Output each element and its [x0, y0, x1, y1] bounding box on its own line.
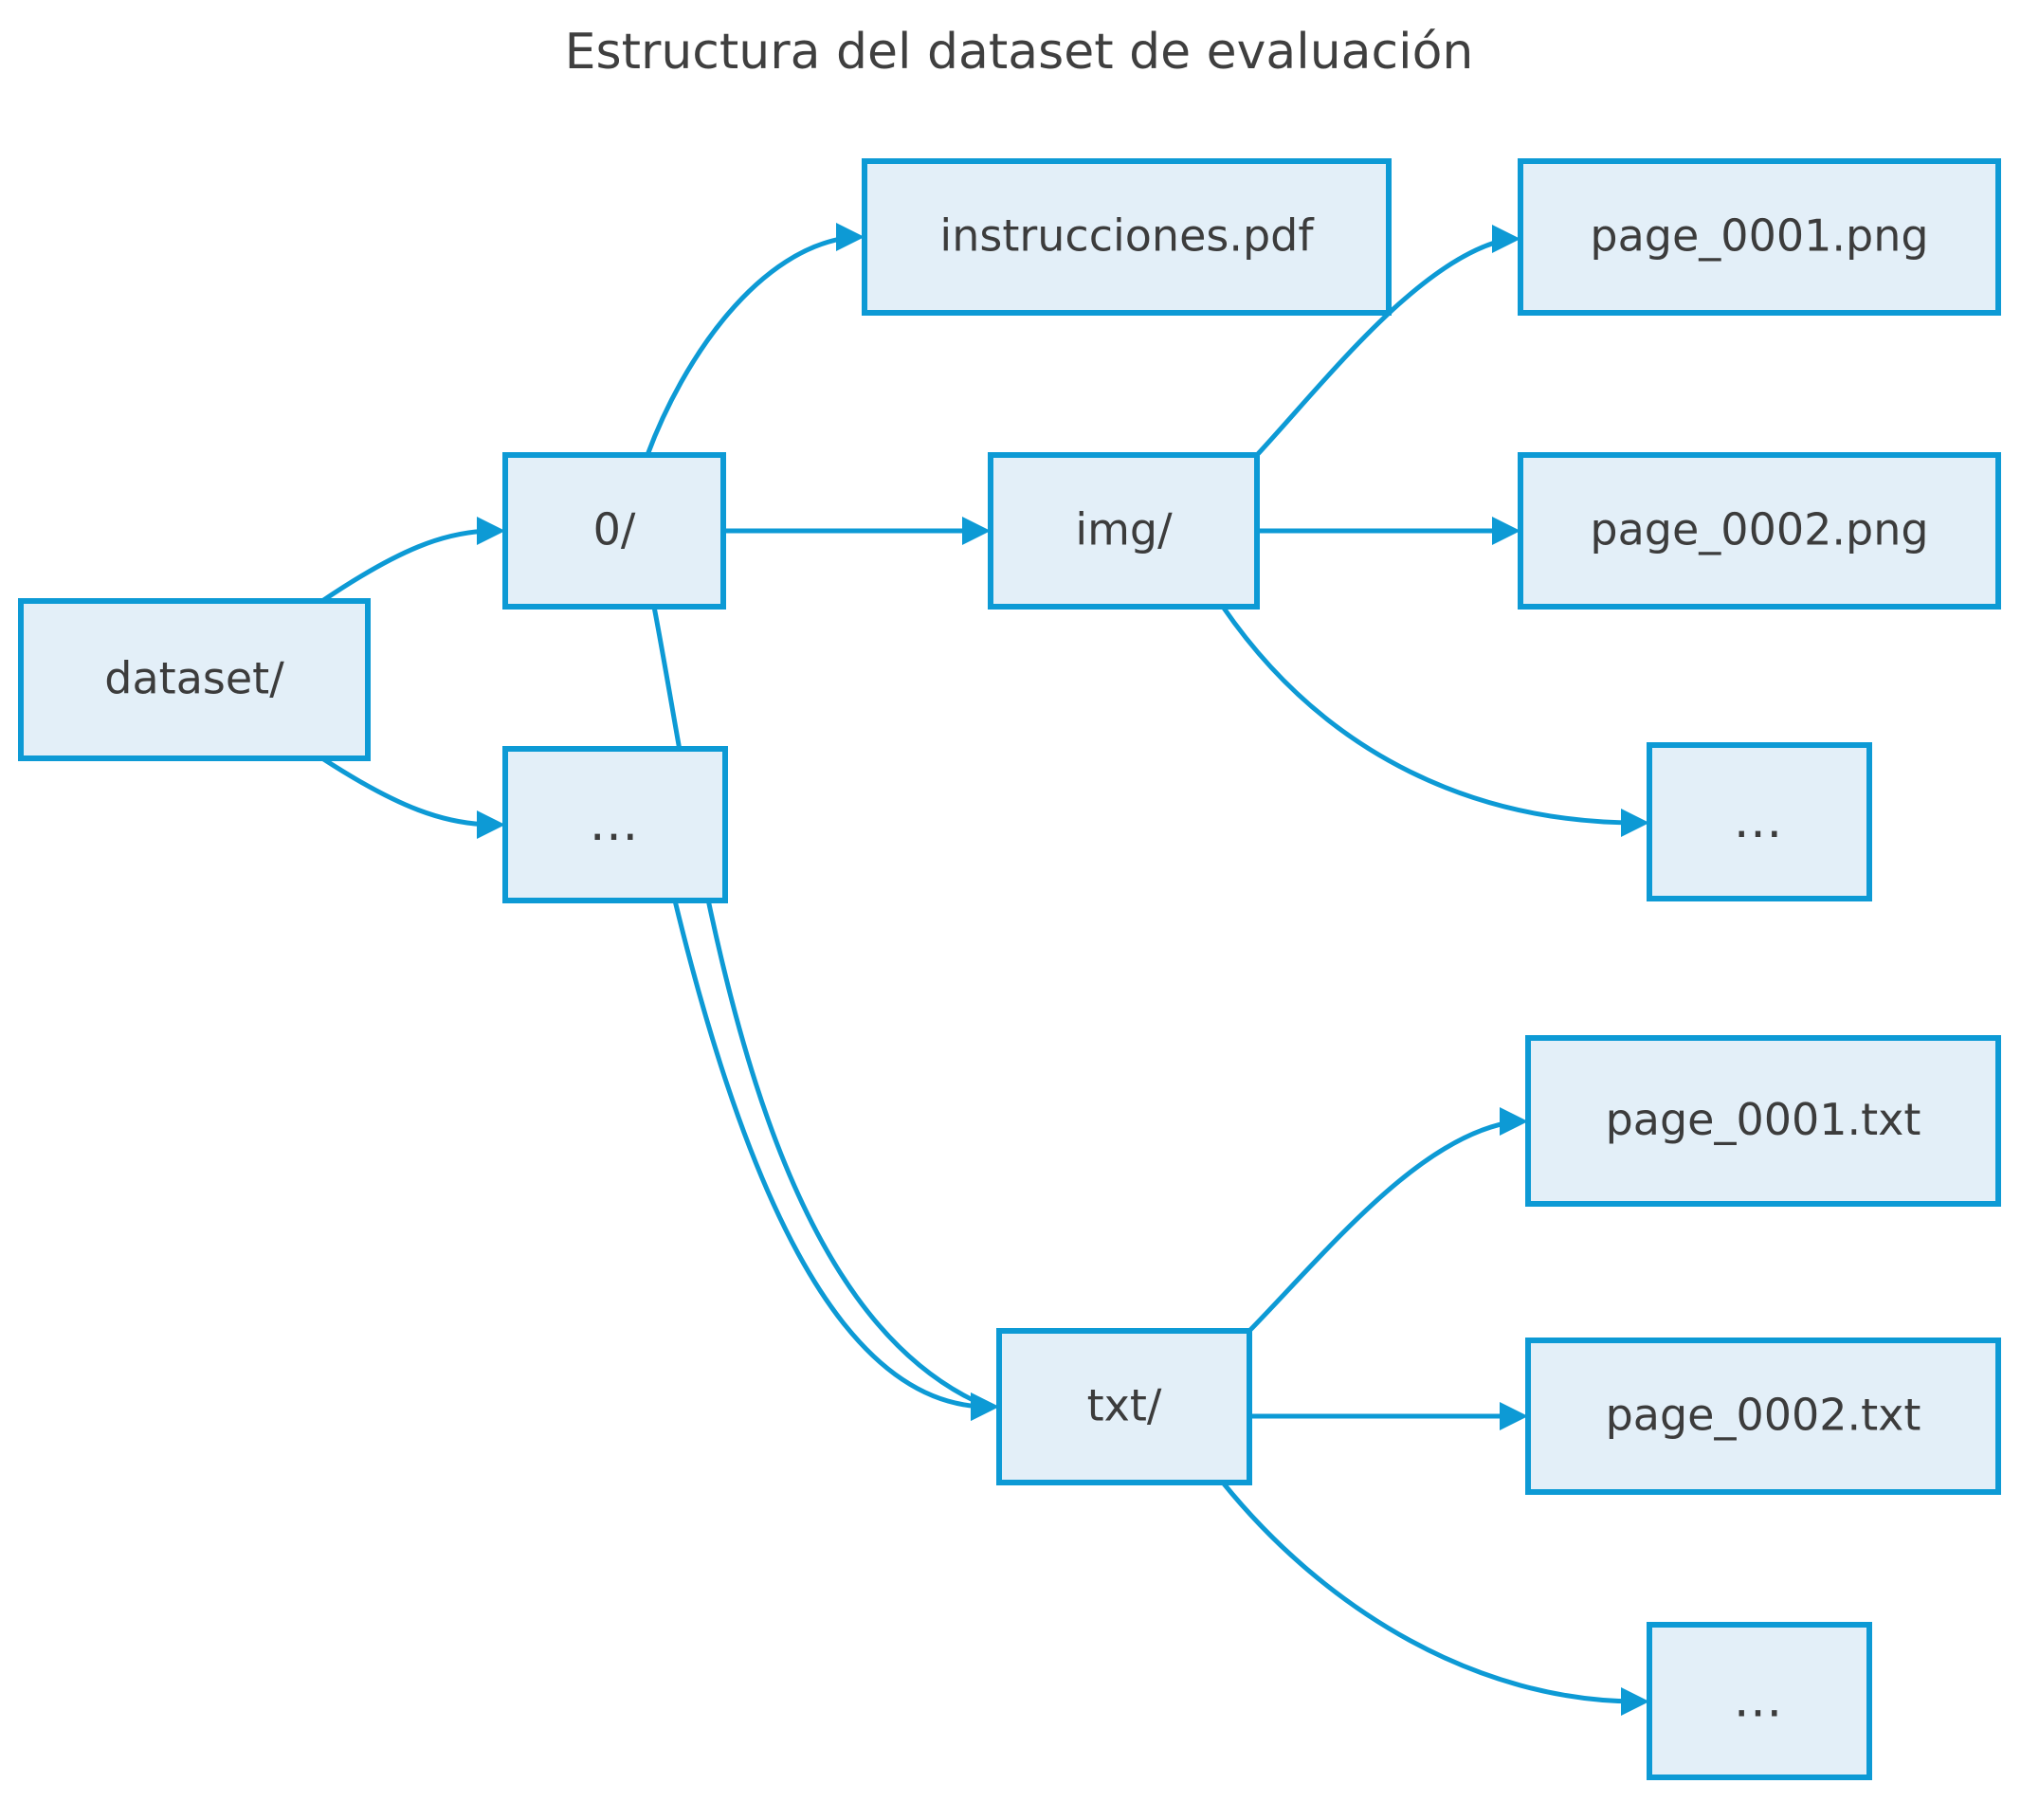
- node-dots_txt[interactable]: …: [1647, 1622, 1872, 1780]
- edge-line: [651, 606, 989, 1410]
- edge-line: [1220, 605, 1639, 826]
- node-box[interactable]: [1525, 1035, 2001, 1207]
- node-box[interactable]: [1518, 452, 2001, 610]
- node-label: page_0002.txt: [1606, 1390, 1921, 1441]
- arrow-head-icon: [971, 1392, 999, 1421]
- node-label: …: [1734, 792, 1786, 849]
- arrow-head-icon: [962, 517, 991, 545]
- arrow-head-icon: [1492, 517, 1520, 545]
- node-txt2[interactable]: page_0002.txt: [1525, 1338, 2001, 1495]
- edge-line: [645, 234, 854, 456]
- node-label: dataset/: [104, 653, 284, 704]
- edge-dataset-to-dots: [320, 755, 505, 839]
- node-label: txt/: [1087, 1380, 1162, 1431]
- edge-layer: [320, 223, 1649, 1716]
- node-label: …: [1734, 1672, 1786, 1729]
- arrow-head-icon: [477, 517, 505, 545]
- arrow-head-icon: [477, 810, 505, 839]
- edge-line: [1247, 1119, 1518, 1333]
- node-label: …: [590, 795, 642, 852]
- node-label: page_0001.png: [1590, 210, 1928, 262]
- arrow-head-icon: [1621, 809, 1649, 837]
- page-title: Estructura del dataset de evaluación: [565, 24, 1474, 81]
- edge-dots-to-txt: [672, 900, 999, 1421]
- node-label: 0/: [593, 504, 636, 555]
- edge-line: [672, 900, 989, 1410]
- node-box[interactable]: [502, 746, 728, 903]
- node-box[interactable]: [996, 1328, 1252, 1485]
- edge-line: [320, 755, 495, 828]
- arrow-head-icon: [1500, 1402, 1528, 1430]
- node-dataset[interactable]: dataset/: [18, 598, 371, 761]
- arrow-head-icon: [1492, 225, 1520, 253]
- edge-img-to-dots: [1220, 605, 1649, 837]
- node-box[interactable]: [1647, 1622, 1872, 1780]
- edge-img-to-png1: [1255, 225, 1520, 457]
- node-png2[interactable]: page_0002.png: [1518, 452, 2001, 610]
- edge-zero-to-instrucciones: [645, 223, 865, 456]
- node-box[interactable]: [1518, 158, 2001, 316]
- node-box[interactable]: [988, 452, 1260, 610]
- arrow-head-icon: [836, 223, 865, 251]
- arrow-head-icon: [1500, 1107, 1528, 1136]
- edge-txt-to-txt2: [1249, 1402, 1528, 1430]
- node-layer: dataset/0/ … instrucciones.pdf img/txt/page…: [18, 158, 2001, 1780]
- node-label: instrucciones.pdf: [939, 210, 1315, 262]
- node-instrucciones[interactable]: instrucciones.pdf: [862, 158, 1392, 316]
- node-label: page_0001.txt: [1606, 1094, 1921, 1145]
- edge-txt-to-dots: [1221, 1481, 1649, 1716]
- edge-txt-to-txt1: [1247, 1107, 1528, 1333]
- edge-dataset-to-zero: [320, 517, 505, 604]
- node-box[interactable]: [862, 158, 1392, 316]
- arrow-head-icon: [1621, 1687, 1649, 1716]
- node-txt1[interactable]: page_0001.txt: [1525, 1035, 2001, 1207]
- node-dots_root[interactable]: …: [502, 746, 728, 903]
- node-label: img/: [1075, 504, 1173, 555]
- node-dots_img[interactable]: …: [1647, 742, 1872, 901]
- node-box[interactable]: [1647, 742, 1872, 901]
- node-box[interactable]: [1525, 1338, 2001, 1495]
- node-png1[interactable]: page_0001.png: [1518, 158, 2001, 316]
- node-img[interactable]: img/: [988, 452, 1260, 610]
- node-box[interactable]: [18, 598, 371, 761]
- node-txt[interactable]: txt/: [996, 1328, 1252, 1485]
- edge-line: [320, 528, 495, 604]
- node-box[interactable]: [502, 452, 726, 610]
- edge-line: [1255, 236, 1510, 457]
- edge-line: [1221, 1481, 1639, 1704]
- edge-img-to-png2: [1257, 517, 1520, 545]
- node-label: page_0002.png: [1590, 504, 1928, 555]
- node-zero[interactable]: 0/: [502, 452, 726, 610]
- edge-zero-to-img: [723, 517, 991, 545]
